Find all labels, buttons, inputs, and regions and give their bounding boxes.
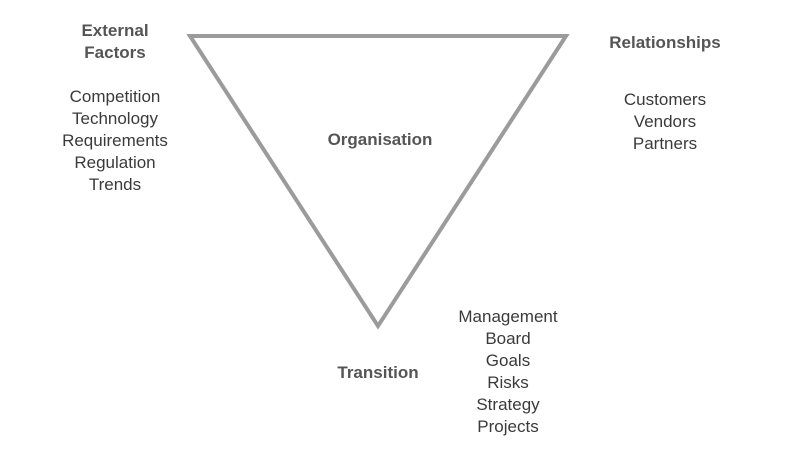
list-item: Goals: [485, 351, 531, 370]
list-item: Management: [458, 307, 558, 326]
list-item: Regulation: [74, 153, 156, 172]
list-item: Competition: [69, 87, 161, 106]
transition-heading: Transition: [337, 363, 419, 382]
organisation-label: Organisation: [327, 130, 433, 149]
external-factors-heading-line-1: External: [81, 21, 149, 40]
triangle-outline: [186, 34, 570, 330]
list-item: Strategy: [476, 395, 540, 414]
list-item: Vendors: [633, 112, 697, 131]
external-factors-list: Competition Technology Requirements Regu…: [40, 86, 190, 196]
transition-list: Management Board Goals Risks Strategy Pr…: [438, 306, 578, 438]
list-item: Technology: [71, 109, 158, 128]
list-item: Risks: [487, 373, 529, 392]
list-item: Board: [485, 329, 531, 348]
list-item: Requirements: [62, 131, 168, 150]
relationships-list: Customers Vendors Partners: [595, 89, 735, 155]
list-item: Partners: [632, 134, 698, 153]
list-item: Projects: [477, 417, 539, 436]
relationships-heading: Relationships: [609, 33, 721, 52]
list-item: Customers: [623, 90, 707, 109]
list-item: Trends: [88, 175, 142, 194]
external-factors-heading-line-2: Factors: [84, 43, 146, 62]
external-factors-heading: External Factors: [40, 20, 190, 64]
